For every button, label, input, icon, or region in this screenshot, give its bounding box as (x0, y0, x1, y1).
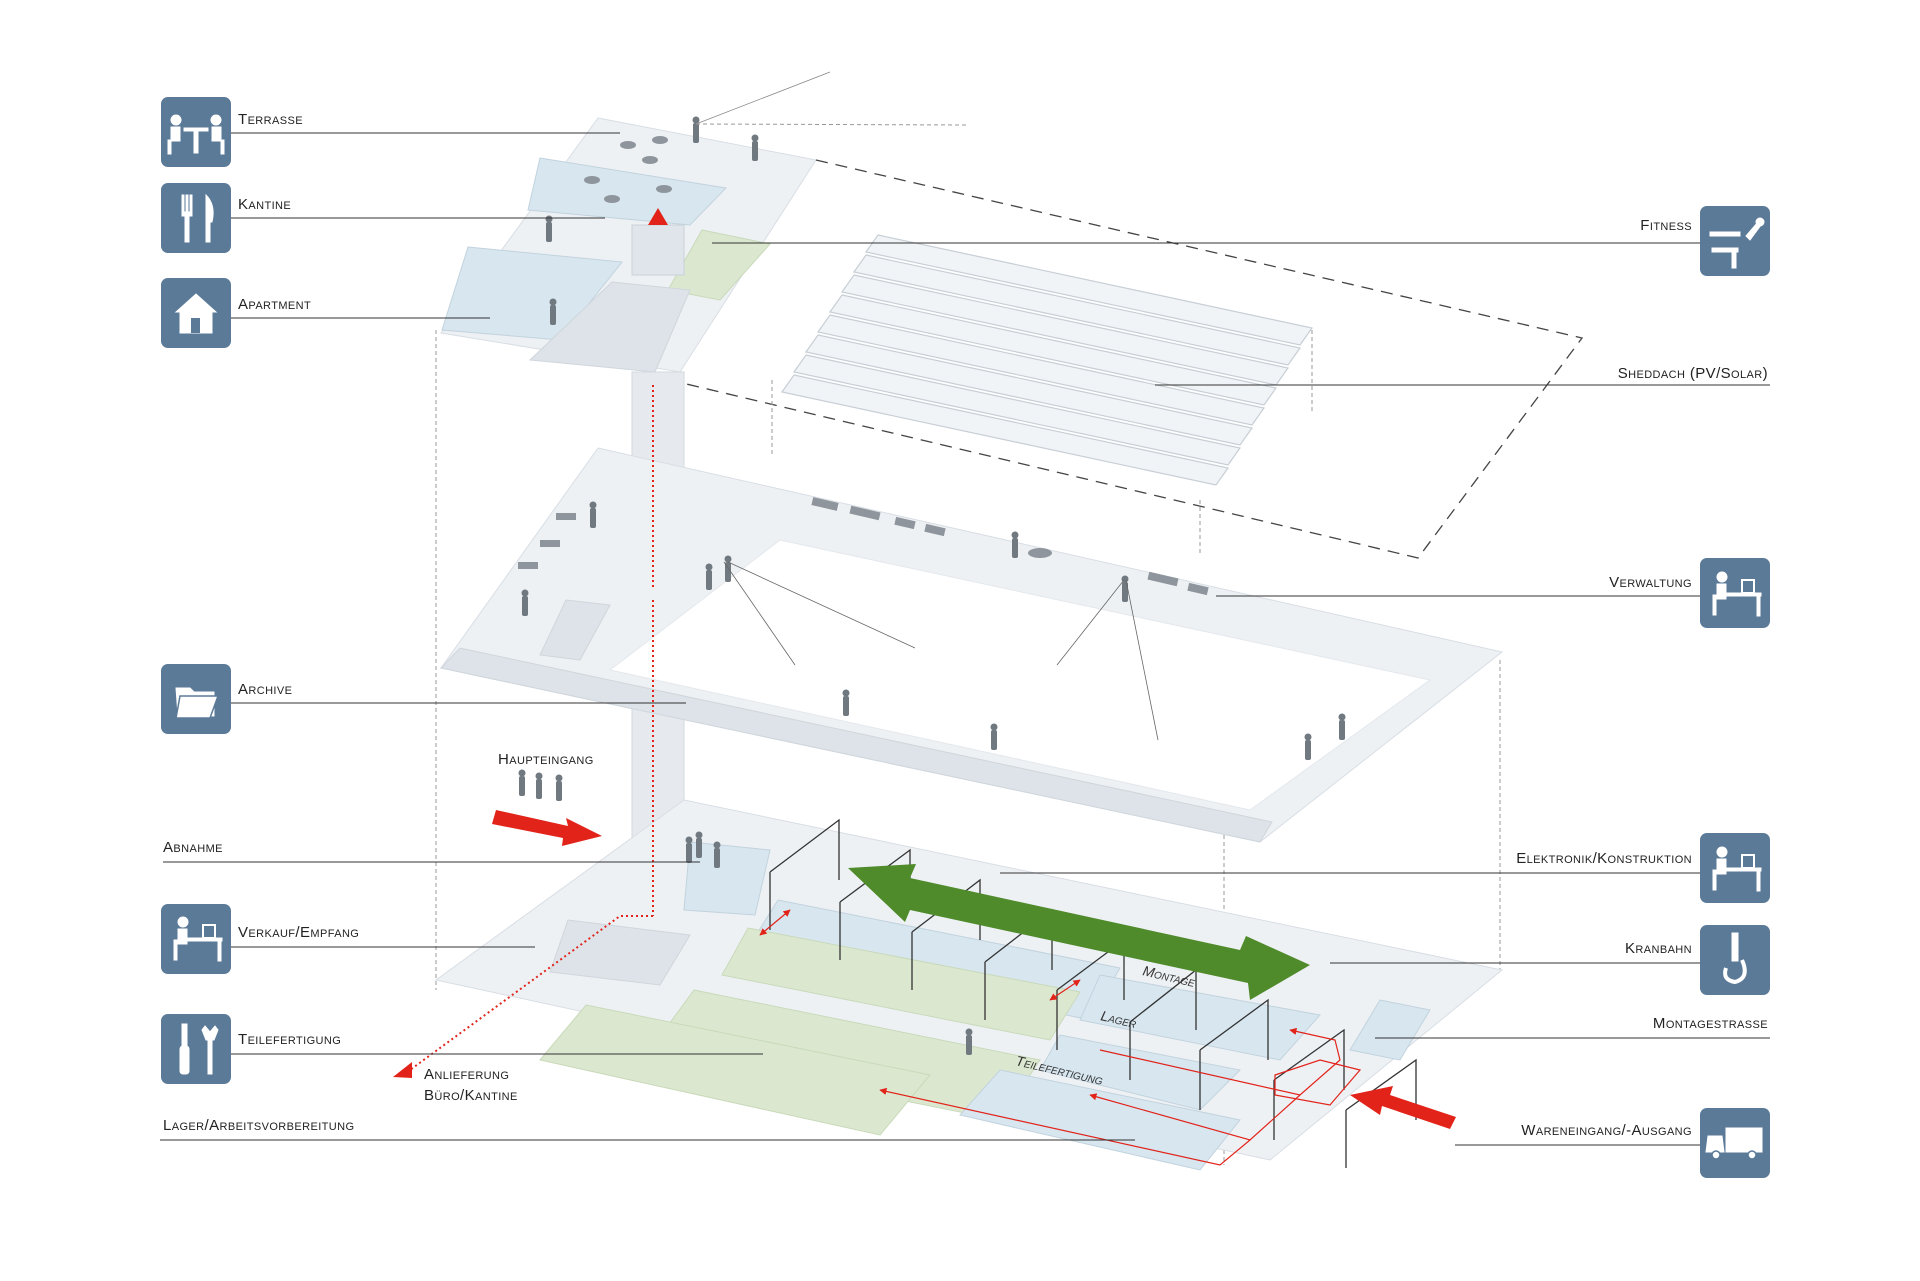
label-elektronik: Elektronik/Konstruktion (1516, 850, 1692, 867)
label-archive: Archive (238, 681, 292, 698)
label-wareneingang: Wareneingang/-Ausgang (1521, 1122, 1692, 1139)
elevator-head (632, 225, 684, 275)
crane-hook-icon (1700, 925, 1770, 995)
truck-icon (1700, 1108, 1770, 1178)
terrace-dining-icon (161, 97, 231, 167)
reception-desk-icon (161, 904, 231, 974)
haupteingang-arrow (492, 810, 602, 846)
label-sheddach: Sheddach (PV/Solar) (1618, 365, 1768, 382)
label-anlieferung-2: Büro/Kantine (424, 1087, 518, 1104)
wareneingang-arrow (1350, 1086, 1456, 1129)
label-kantine: Kantine (238, 196, 291, 213)
label-verwaltung: Verwaltung (1609, 574, 1692, 591)
fork-knife-icon (161, 183, 231, 253)
label-fitness: Fitness (1640, 217, 1692, 234)
label-montagestrasse: Montagestrasse (1653, 1015, 1768, 1032)
fitness-icon (1700, 206, 1770, 276)
label-anlieferung: Anlieferung (424, 1066, 509, 1083)
tools-icon (161, 1014, 231, 1084)
folder-icon (161, 664, 231, 734)
label-teilefertigung: Teilefertigung (238, 1031, 341, 1048)
top-floor (441, 117, 816, 373)
label-lager-av: Lager/Arbeitsvorbereitung (163, 1117, 354, 1134)
anlieferung-arrow-head (393, 1062, 412, 1078)
label-abnahme: Abnahme (163, 839, 223, 856)
label-terrasse: Terrasse (238, 111, 303, 128)
label-apartment: Apartment (238, 296, 311, 313)
office-desk-icon (1700, 558, 1770, 628)
label-kranbahn: Kranbahn (1625, 940, 1692, 957)
workstation-icon (1700, 833, 1770, 903)
label-verkauf: Verkauf/Empfang (238, 924, 359, 941)
label-haupteingang: Haupteingang (498, 751, 594, 768)
house-icon (161, 278, 231, 348)
